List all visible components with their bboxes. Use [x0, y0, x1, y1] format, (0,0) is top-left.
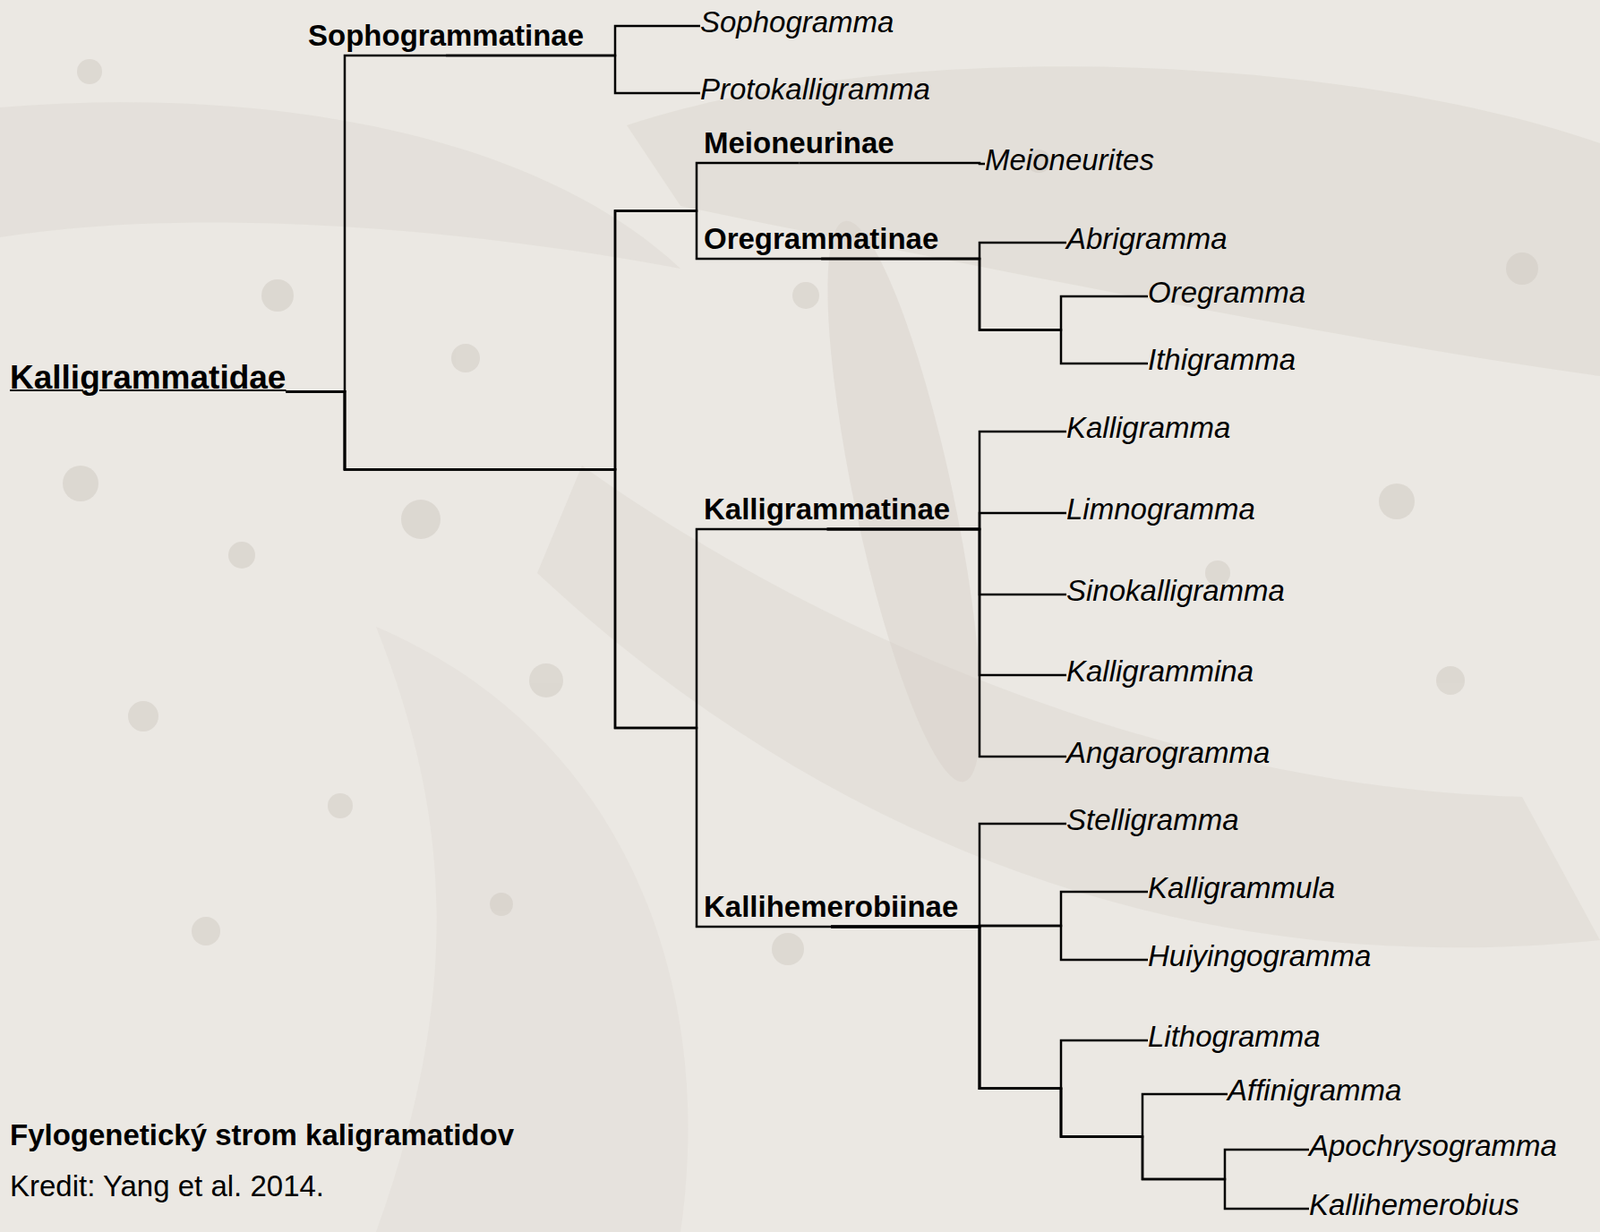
taxon-name: Limnogramma [1066, 492, 1256, 527]
family-label: Kalligrammatidae [9, 359, 286, 398]
taxon-name: Sophogramma [700, 5, 894, 40]
credit-caption: Kredit: Yang et al. 2014. [9, 1169, 325, 1204]
genus-label: Lithogramma [1147, 1019, 1321, 1054]
subfamily-label: Kallihemerobiinae [703, 889, 959, 925]
genus-label: Apochrysogramma [1309, 1129, 1558, 1164]
taxon-name: Kalligramma [1066, 410, 1231, 445]
tree-branch [821, 258, 1148, 364]
tree-branch [445, 55, 701, 94]
fossil-wing [626, 66, 1600, 377]
taxon-name: Kallihemerobius [1309, 1188, 1520, 1223]
genus-label: Kalligrammula [1147, 871, 1335, 906]
taxon-name: Angarogramma [1066, 735, 1270, 771]
taxon-name: Sophogrammatinae [308, 18, 584, 53]
genus-label: Angarogramma [1066, 735, 1270, 771]
fossil-spots [62, 59, 1539, 966]
genus-label: Kallihemerobius [1309, 1188, 1520, 1223]
genus-label: Kalligrammina [1066, 654, 1254, 689]
genus-label: Stelligramma [1066, 803, 1240, 838]
tree-branch [821, 258, 1148, 331]
taxon-name: Meioneurites [984, 143, 1155, 178]
tree-branch [285, 162, 799, 470]
taxon-name: Sinokalligramma [1066, 573, 1285, 608]
fossil-wing [0, 102, 681, 269]
taxon-name: Affinigramma [1227, 1073, 1402, 1108]
genus-label: Sinokalligramma [1066, 573, 1285, 608]
taxon-name: Stelligramma [1066, 803, 1240, 838]
credit-caption-block: Kredit: Yang et al. 2014. [9, 1169, 325, 1204]
tree-branch [827, 529, 1067, 757]
genus-label: Huiyingogramma [1147, 939, 1371, 974]
taxon-name: Meioneurinae [703, 126, 895, 161]
taxon-name: Kalligrammatidae [9, 359, 286, 398]
tree-branch [285, 391, 827, 728]
subfamily-label: Kalligrammatinae [703, 492, 950, 527]
taxon-name: Apochrysogramma [1309, 1129, 1558, 1164]
subfamily-label: Meioneurinae [703, 126, 895, 161]
taxon-name: Kalligrammina [1066, 654, 1254, 689]
genus-label: Ithigramma [1147, 342, 1296, 377]
taxon-name: Kalligrammatinae [703, 492, 950, 527]
genus-label: Sophogramma [700, 5, 894, 40]
genus-label: Limnogramma [1066, 492, 1256, 527]
tree-branch [830, 925, 1148, 960]
genus-label: Abrigramma [1066, 222, 1228, 257]
tree-branch [285, 391, 831, 927]
tree-branch [798, 162, 985, 164]
genus-label: Oregramma [1147, 275, 1306, 310]
genus-label: Affinigramma [1227, 1073, 1402, 1108]
tree-branch [827, 529, 1067, 676]
taxon-name: Abrigramma [1066, 222, 1228, 257]
tree-branch [285, 55, 446, 392]
taxon-name: Protokalligramma [700, 72, 931, 107]
genus-label: Meioneurites [984, 143, 1155, 178]
taxon-name: Oregrammatinae [703, 222, 939, 257]
subfamily-label: Oregrammatinae [703, 222, 939, 257]
taxon-name: Oregramma [1147, 275, 1306, 310]
taxon-name: Ithigramma [1147, 342, 1296, 377]
taxon-name: Kalligrammula [1147, 871, 1335, 906]
tree-branch [830, 926, 1148, 1089]
subfamily-label: Sophogrammatinae [308, 18, 584, 53]
genus-label: Kalligramma [1066, 410, 1231, 445]
taxon-name: Kallihemerobiinae [703, 889, 959, 925]
tree-branch [827, 529, 1067, 595]
genus-label: Protokalligramma [700, 72, 931, 107]
taxon-name: Huiyingogramma [1147, 939, 1371, 974]
figure-title: Fylogenetický strom kaligramatidov [9, 1118, 514, 1153]
taxon-name: Lithogramma [1147, 1019, 1321, 1054]
figure-title-block: Fylogenetický strom kaligramatidov [9, 1118, 514, 1153]
